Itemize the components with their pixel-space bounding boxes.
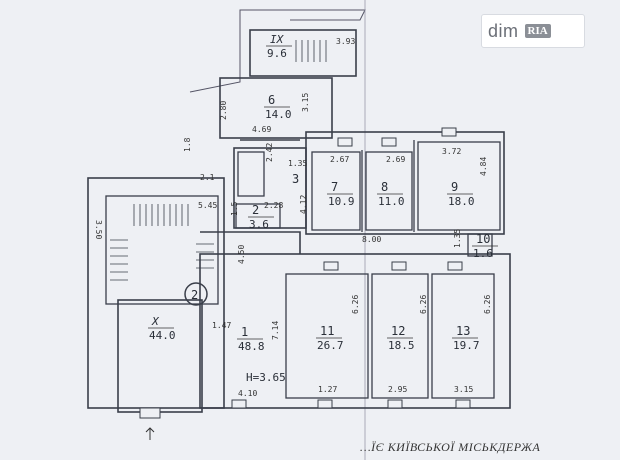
room-number: 1 — [241, 325, 248, 339]
room-number: X — [151, 315, 160, 328]
room-number: 6 — [268, 93, 275, 107]
dimension-label: 4.69 — [252, 125, 271, 134]
dimension-label: 1.8 — [183, 137, 192, 152]
stamp-caption: …ЇЄ КИЇВСЬКОЇ МІСЬКДЕРЖА — [360, 440, 541, 454]
dimension-label: 4.10 — [238, 389, 257, 398]
watermark-badge: RIA — [524, 24, 551, 38]
dimension-label: 2.95 — [388, 385, 407, 394]
room-number: 12 — [391, 324, 405, 338]
dimension-label: 2.69 — [386, 155, 405, 164]
room-area: 18.0 — [448, 195, 475, 208]
room-area: 14.0 — [265, 108, 292, 121]
room-number: 3 — [292, 172, 299, 186]
room-number: 7 — [331, 180, 338, 194]
dimension-label: 2.1 — [200, 173, 215, 182]
dimension-label: 1.27 — [318, 385, 337, 394]
room-area: 11.0 — [378, 195, 405, 208]
dimension-label: 5.45 — [198, 201, 217, 210]
room-area: 1.6 — [473, 247, 493, 260]
dimension-label: 6.26 — [419, 295, 428, 314]
dimension-label: 1.47 — [212, 321, 231, 330]
dimension-label: 3.50 — [94, 220, 103, 239]
watermark: dim RIA — [481, 14, 585, 48]
dimension-label: 3.93 — [336, 37, 355, 46]
dimension-label: 3.15 — [301, 93, 310, 112]
dimension-label: 2.42 — [265, 143, 274, 162]
dimension-label: 6.26 — [483, 295, 492, 314]
room-area: 3.6 — [249, 218, 269, 231]
room-area: 9.6 — [267, 47, 287, 60]
circle-marker: 2 — [191, 288, 198, 302]
room-area: 18.5 — [388, 339, 415, 352]
room-number: 2 — [252, 203, 259, 217]
room-number: IX — [270, 33, 285, 46]
room-number: 11 — [320, 324, 334, 338]
watermark-text: dim — [488, 20, 519, 41]
dimension-label: 7.14 — [271, 321, 280, 340]
dimension-label: 2.80 — [219, 101, 228, 120]
dimension-label: 6.26 — [351, 295, 360, 314]
dimension-label: 4.50 — [237, 245, 246, 264]
dimension-label: 4.12 — [299, 195, 308, 214]
dimension-label: 3.72 — [442, 147, 461, 156]
room-area: 10.9 — [328, 195, 355, 208]
height-label: H=3.65 — [246, 371, 286, 384]
room-number: 13 — [456, 324, 470, 338]
dimension-label: 2.67 — [330, 155, 349, 164]
room-number: 8 — [381, 180, 388, 194]
dimension-label: 8.00 — [362, 235, 381, 244]
dimension-label: 1.35 — [453, 229, 462, 248]
room-area: 44.0 — [149, 329, 176, 342]
dimension-label: 2.28 — [264, 201, 283, 210]
room-number: 10 — [476, 232, 490, 246]
room-area: 19.7 — [453, 339, 480, 352]
room-area: 48.8 — [238, 340, 265, 353]
room-number: 9 — [451, 180, 458, 194]
dimension-label: 1.5 — [230, 201, 239, 216]
dimension-label: 1.35 — [288, 159, 307, 168]
dimension-label: 3.15 — [454, 385, 473, 394]
room-area: 26.7 — [317, 339, 344, 352]
dimension-label: 4.84 — [479, 157, 488, 176]
